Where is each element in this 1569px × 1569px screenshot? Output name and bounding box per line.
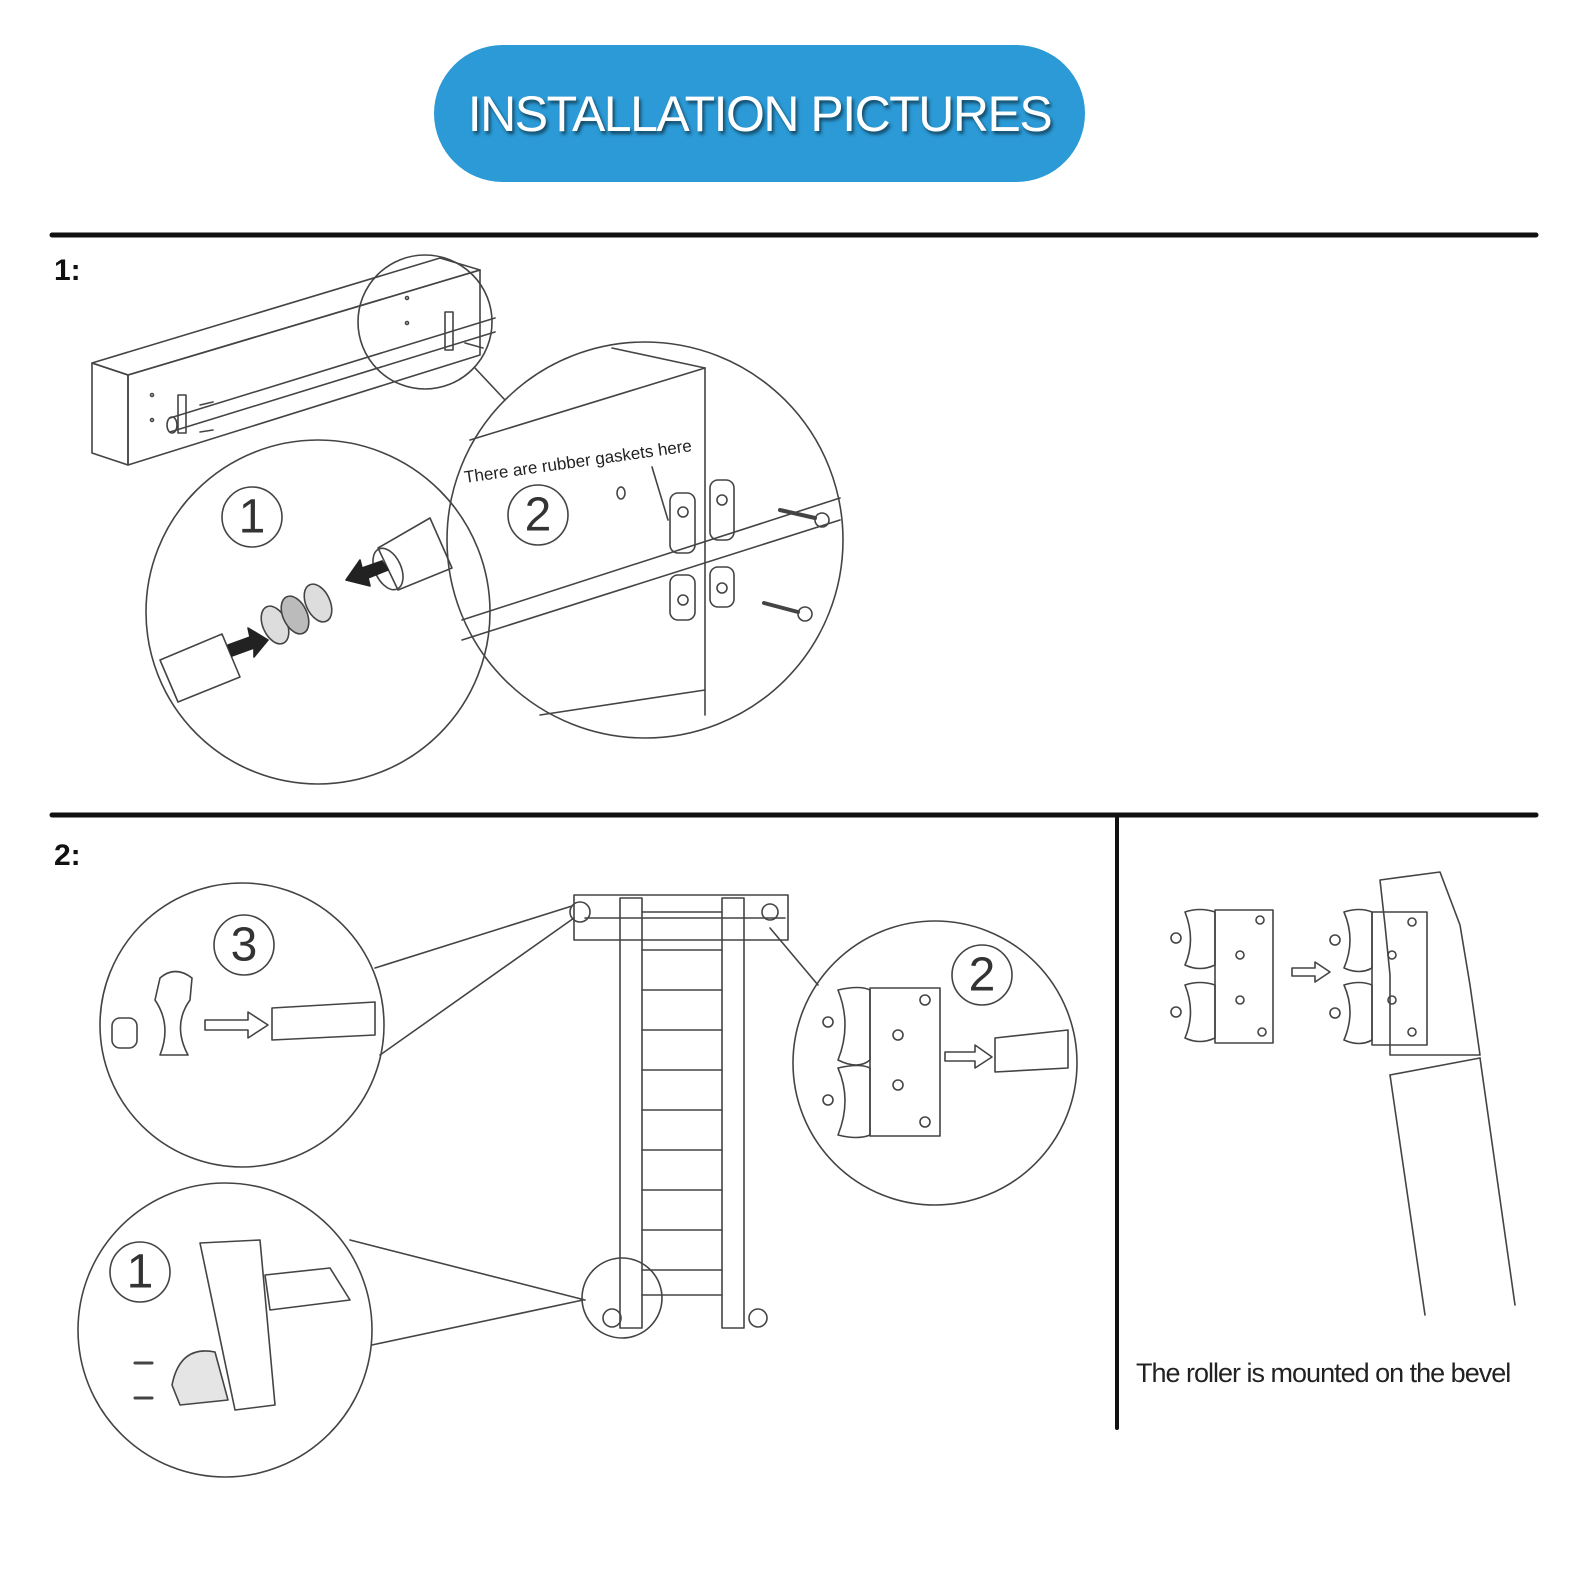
step2-callout-2-number: 2 bbox=[969, 949, 996, 1002]
step2-label: 2: bbox=[54, 839, 81, 872]
leader-line bbox=[379, 917, 575, 1056]
step1-callout-2-number: 2 bbox=[525, 489, 552, 542]
leader-line bbox=[371, 1299, 584, 1346]
gasket-note: There are rubber gaskets here bbox=[463, 436, 693, 487]
bevel-caption: The roller is mounted on the bevel bbox=[1136, 1358, 1510, 1388]
step1-label: 1: bbox=[54, 254, 81, 287]
leader-line bbox=[349, 1239, 586, 1301]
step1-callout-1: 1 bbox=[145, 439, 491, 785]
step2-ladder bbox=[569, 894, 789, 1329]
step2-callout-3: 3 bbox=[99, 882, 385, 1168]
step1-leader-line bbox=[474, 367, 506, 401]
step2-callout-1-number: 1 bbox=[127, 1246, 154, 1299]
step2-callout-3-number: 3 bbox=[231, 919, 258, 972]
leader-line bbox=[769, 927, 819, 986]
bevel-roller-detail bbox=[1170, 871, 1516, 1316]
step2-callout-1: 1 bbox=[77, 1182, 373, 1478]
step1-callout-2: 2 There are rubber gaskets here bbox=[446, 341, 844, 739]
step2-callout-2: 2 bbox=[792, 920, 1078, 1206]
step1-detail-ring bbox=[357, 254, 493, 390]
page-title: INSTALLATION PICTURES bbox=[467, 85, 1053, 142]
ladder-base-ring bbox=[581, 1257, 663, 1339]
leader-line bbox=[374, 905, 573, 969]
step1-callout-1-number: 1 bbox=[239, 491, 266, 544]
title-banner: INSTALLATION PICTURES bbox=[434, 45, 1085, 182]
step1-wood-beam bbox=[91, 257, 496, 466]
